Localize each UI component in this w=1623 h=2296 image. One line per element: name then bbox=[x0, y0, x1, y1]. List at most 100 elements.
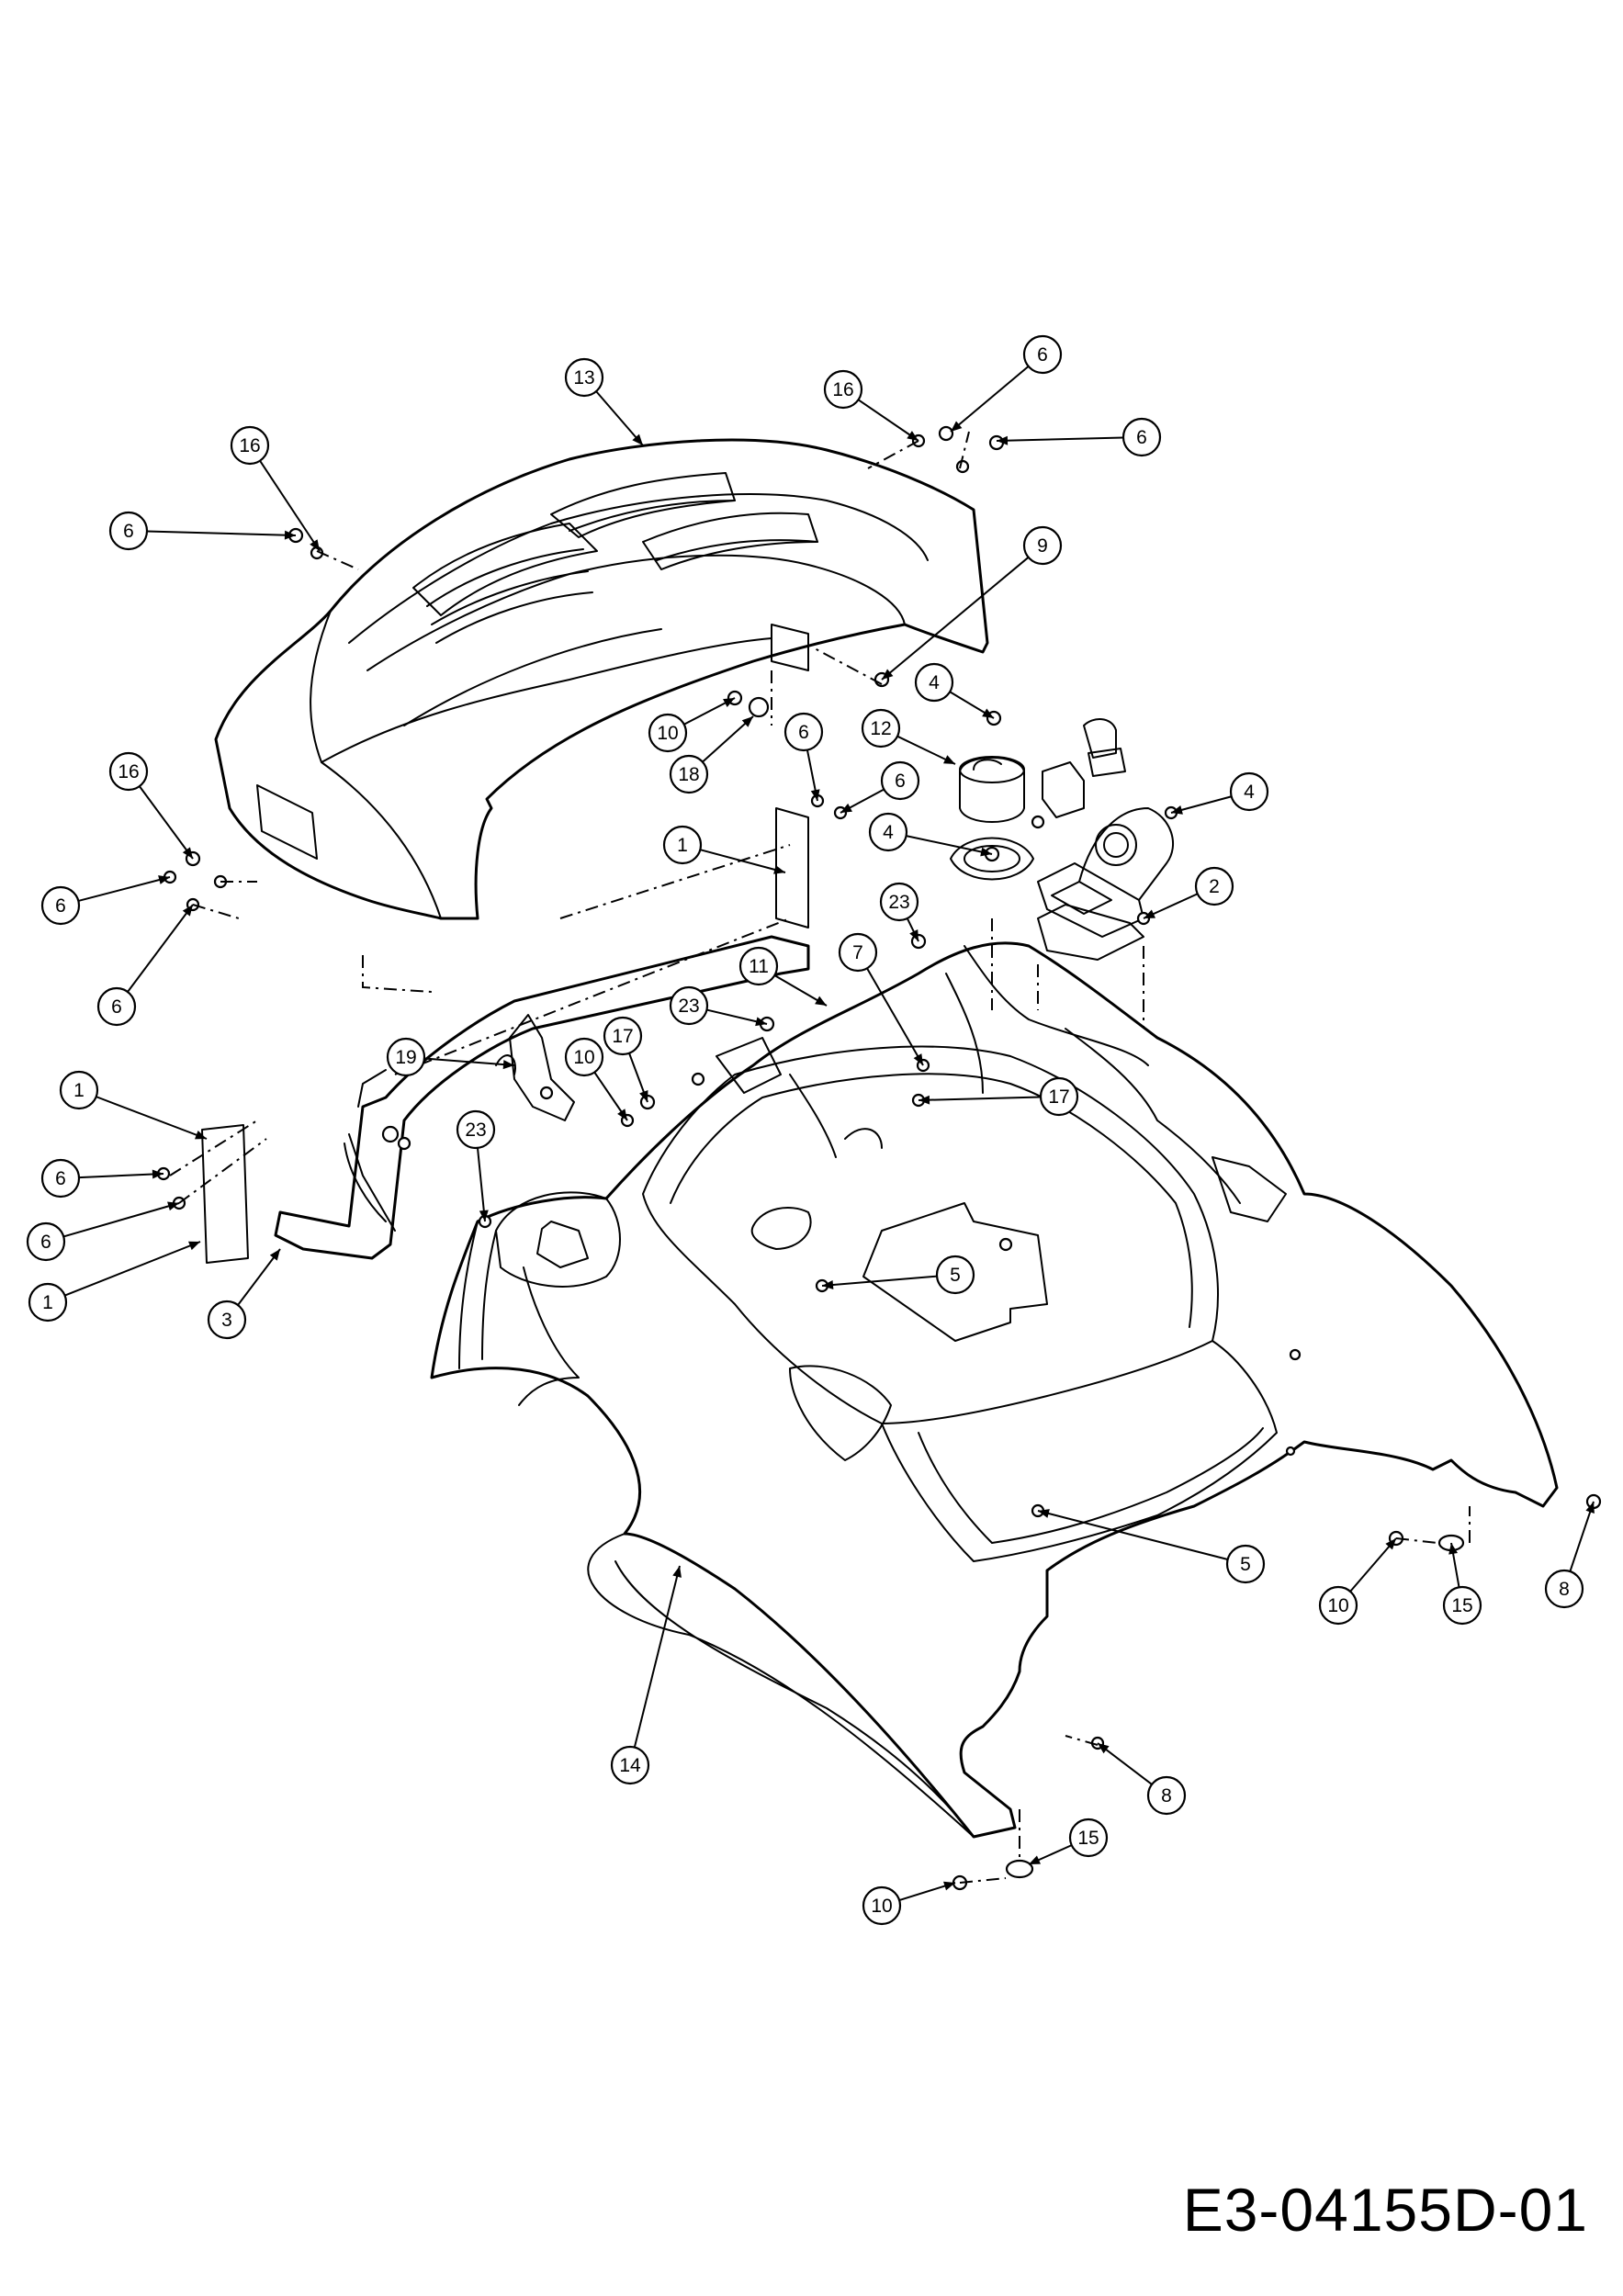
callout-arrowhead bbox=[672, 1566, 682, 1578]
callout-leader bbox=[139, 785, 194, 860]
callout-2: 2 bbox=[1143, 866, 1234, 919]
callout-number: 13 bbox=[573, 367, 594, 388]
callout-arrowhead bbox=[723, 698, 735, 707]
callout-arrowhead bbox=[919, 1095, 930, 1105]
drawing-code: E3-04155D-01 bbox=[1182, 2176, 1588, 2244]
callout-6: 6 bbox=[96, 904, 194, 1027]
callout-12: 12 bbox=[861, 708, 956, 765]
callout-arrowhead bbox=[195, 1131, 207, 1140]
callout-5: 5 bbox=[821, 1255, 975, 1295]
callout-arrowhead bbox=[913, 1053, 923, 1065]
callout-circle bbox=[935, 1255, 975, 1295]
callout-number: 4 bbox=[883, 822, 894, 843]
callout-circle bbox=[669, 754, 709, 794]
callout-17: 17 bbox=[603, 1016, 648, 1103]
callout-number: 10 bbox=[657, 723, 678, 744]
callout-6: 6 bbox=[840, 760, 920, 814]
callout-circle bbox=[1039, 1076, 1079, 1117]
callout-arrowhead bbox=[980, 847, 992, 857]
callout-arrowhead bbox=[158, 875, 170, 884]
callout-16: 16 bbox=[823, 369, 919, 442]
hood-vents bbox=[412, 472, 818, 644]
callout-circle bbox=[59, 1070, 99, 1110]
callout-6: 6 bbox=[996, 417, 1162, 457]
callout-number: 6 bbox=[1136, 427, 1147, 448]
callout-number: 5 bbox=[1240, 1554, 1251, 1575]
callout-leader bbox=[423, 1057, 515, 1066]
callout-leader bbox=[127, 904, 194, 993]
callout-arrowhead bbox=[815, 996, 827, 1006]
callout-number: 8 bbox=[1161, 1785, 1172, 1806]
callout-4: 4 bbox=[914, 662, 995, 719]
callout-number: 4 bbox=[1244, 782, 1255, 803]
callout-6: 6 bbox=[40, 1158, 164, 1199]
callout-23: 23 bbox=[879, 882, 919, 942]
callout-5: 5 bbox=[1037, 1509, 1266, 1584]
callout-10: 10 bbox=[564, 1037, 628, 1121]
callout-number: 6 bbox=[111, 996, 122, 1018]
callout-circle bbox=[1022, 525, 1063, 566]
callout-1: 1 bbox=[662, 825, 786, 874]
callout-circle bbox=[108, 751, 149, 792]
callout-arrowhead bbox=[617, 1109, 627, 1120]
callout-number: 17 bbox=[612, 1026, 633, 1047]
callout-circle bbox=[1442, 1585, 1482, 1626]
callout-10: 10 bbox=[648, 697, 736, 753]
callout-circle bbox=[1068, 1818, 1109, 1858]
callout-leader bbox=[595, 390, 644, 446]
callout-16: 16 bbox=[108, 751, 194, 860]
callout-arrowhead bbox=[1038, 1509, 1050, 1518]
callout-circle bbox=[738, 946, 779, 986]
callout-arrowhead bbox=[152, 1169, 163, 1179]
callout-circle bbox=[1022, 334, 1063, 375]
callout-arrowhead bbox=[310, 539, 320, 551]
callout-number: 5 bbox=[950, 1265, 961, 1286]
callout-10: 10 bbox=[862, 1881, 956, 1926]
callout-6: 6 bbox=[108, 511, 297, 551]
callout-number: 12 bbox=[870, 718, 891, 739]
callout-circle bbox=[914, 662, 954, 703]
callout-leader bbox=[950, 366, 1030, 433]
callout-circle bbox=[823, 369, 863, 410]
callout-arrowhead bbox=[479, 1210, 489, 1221]
callout-number: 6 bbox=[798, 722, 809, 743]
callout-leader bbox=[78, 876, 171, 902]
callout-circle bbox=[28, 1282, 68, 1322]
fastener-hardware bbox=[156, 425, 1602, 1891]
callout-arrowhead bbox=[755, 1017, 767, 1027]
callout-layer: 1316616669412410186642166612371123171019… bbox=[26, 334, 1595, 1926]
callout-arrowhead bbox=[840, 803, 852, 813]
callout-number: 10 bbox=[573, 1047, 594, 1068]
callout-number: 6 bbox=[55, 895, 66, 917]
callout-circle bbox=[648, 713, 688, 753]
callout-number: 19 bbox=[395, 1047, 416, 1068]
callout-arrowhead bbox=[943, 755, 955, 764]
callout-13: 13 bbox=[564, 357, 644, 446]
callout-circle bbox=[838, 932, 878, 973]
callout-circle bbox=[207, 1300, 247, 1340]
callout-number: 16 bbox=[832, 379, 853, 400]
callout-leader bbox=[881, 557, 1030, 681]
callout-leader bbox=[96, 1096, 208, 1140]
callout-number: 15 bbox=[1077, 1828, 1099, 1849]
callout-number: 16 bbox=[118, 761, 139, 782]
callout-number: 3 bbox=[221, 1310, 232, 1331]
callout-number: 4 bbox=[929, 672, 940, 693]
callout-number: 6 bbox=[123, 521, 134, 542]
callout-arrowhead bbox=[822, 1280, 834, 1289]
hood-support-frame bbox=[201, 807, 810, 1264]
callout-number: 2 bbox=[1209, 876, 1220, 897]
callout-arrowhead bbox=[1385, 1538, 1396, 1550]
callout-circle bbox=[96, 986, 137, 1027]
callout-number: 23 bbox=[465, 1120, 486, 1141]
callout-arrowhead bbox=[639, 1090, 648, 1102]
callout-arrowhead bbox=[982, 708, 994, 718]
callout-circle bbox=[26, 1221, 66, 1262]
callout-6: 6 bbox=[950, 334, 1063, 433]
callout-circle bbox=[603, 1016, 643, 1056]
callout-circle bbox=[108, 511, 149, 551]
callout-leader bbox=[1037, 1510, 1228, 1560]
callout-arrowhead bbox=[182, 905, 193, 917]
callout-number: 14 bbox=[619, 1755, 641, 1776]
